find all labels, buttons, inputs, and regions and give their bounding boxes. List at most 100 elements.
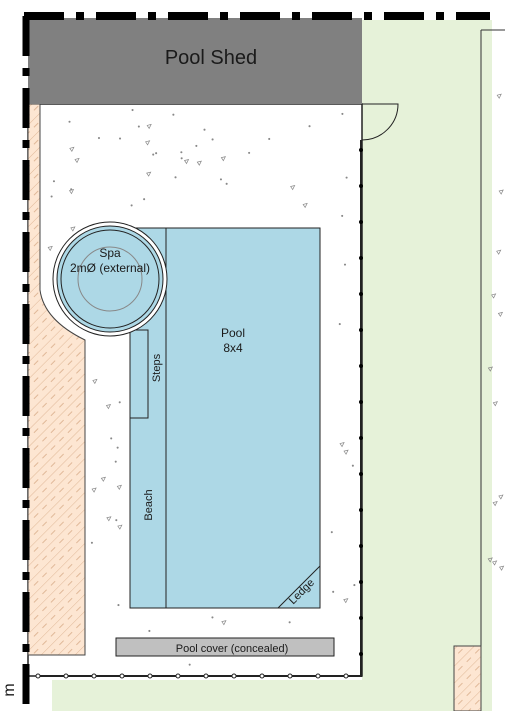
pool-cover: [115, 637, 335, 657]
paving-speckle: [496, 93, 502, 99]
paving-speckle: [225, 182, 228, 185]
paving-speckle: [498, 189, 504, 195]
paving-speckle: [50, 195, 53, 198]
paving-speckle: [496, 249, 502, 255]
paving-speckle: [195, 144, 198, 147]
spa-inner-ring: [60, 229, 160, 329]
paving-speckle: [492, 401, 498, 407]
fence-post: [359, 436, 363, 440]
paving-speckle: [68, 189, 75, 195]
paving-speckle: [498, 494, 504, 500]
paving-speckle: [100, 476, 107, 482]
paving-speckle: [143, 198, 146, 201]
paving-speckle: [268, 137, 271, 141]
paving-speckle: [343, 598, 349, 604]
paving-speckle: [211, 616, 214, 619]
paving-speckle: [203, 128, 206, 131]
paving-speckle: [211, 138, 214, 141]
paving-speckle: [117, 524, 123, 530]
paving-speckle: [288, 621, 291, 624]
paving-speckle: [172, 113, 175, 116]
lawn-area: [362, 20, 492, 711]
fence-post: [315, 673, 321, 679]
fence-post: [359, 652, 363, 656]
spa-ring: [56, 225, 164, 333]
pool-label: Pool: [221, 326, 245, 340]
fence-post: [359, 220, 363, 224]
paving-speckle: [308, 125, 311, 128]
paving-speckle: [487, 366, 494, 372]
lawn-strip-bottom: [52, 680, 362, 711]
fence-post: [203, 673, 209, 679]
paving-speckle: [117, 604, 120, 607]
fence-post: [359, 580, 363, 584]
fence-post: [175, 673, 181, 679]
paving-speckle: [248, 151, 251, 154]
paving-speckle: [196, 160, 202, 166]
paving-speckle: [290, 184, 296, 191]
pool-cover-label: Pool cover (concealed): [176, 643, 289, 655]
fence-post: [259, 673, 265, 679]
paving-speckle: [343, 263, 347, 266]
paving-speckle: [110, 437, 113, 440]
fence-post: [147, 673, 153, 679]
fence-post: [359, 544, 363, 548]
fence-post: [343, 673, 349, 679]
pool-ledge-line: [277, 565, 321, 609]
paving-speckle: [114, 460, 117, 463]
paving-speckle: [146, 123, 152, 130]
paving-speckle: [487, 557, 493, 563]
paving-speckle: [148, 629, 151, 633]
paving-speckle: [351, 464, 354, 467]
paving-speckle: [341, 214, 344, 217]
fence-post: [63, 673, 69, 679]
fence-post: [359, 184, 363, 188]
fence-post: [359, 256, 363, 260]
paving-speckle: [491, 293, 497, 299]
paving-speckle: [130, 204, 133, 207]
paving-speckle: [499, 565, 505, 571]
fence-post: [35, 673, 41, 679]
paving-speckle: [345, 176, 348, 179]
paving-speckle: [106, 516, 112, 522]
timber-deck-left: [27, 103, 86, 656]
paving-speckle: [341, 112, 344, 115]
paving-speckle: [353, 584, 356, 587]
gate-swing: [361, 103, 399, 141]
timber-deck-bottom-right: [453, 645, 482, 711]
fence-post: [359, 328, 363, 332]
fence-post: [359, 472, 363, 476]
paving-speckle: [90, 541, 93, 544]
paving-speckle: [105, 403, 112, 410]
pool-shed-label: Pool Shed: [165, 47, 257, 69]
paving-speckle: [74, 157, 80, 164]
paving-speckle: [69, 146, 75, 152]
paving-speckle: [174, 176, 177, 179]
paving-speckle: [70, 226, 76, 232]
paving-speckle: [180, 151, 183, 154]
fence-post: [91, 673, 97, 679]
fence-post: [359, 508, 363, 512]
fence-post: [359, 400, 363, 404]
paving-speckle: [330, 531, 333, 534]
paving-speckle: [220, 156, 227, 162]
paving-speckle: [146, 171, 152, 177]
paving-speckle: [338, 323, 341, 326]
paving-speckle: [152, 153, 155, 156]
paving-speckle: [219, 178, 222, 181]
edge-label: m: [1, 683, 18, 696]
fence-post: [359, 364, 363, 368]
paving-speckle: [91, 487, 97, 493]
paving-speckle: [492, 501, 498, 507]
pool-size-label: 8x4: [223, 341, 243, 355]
paving-speckle: [145, 140, 151, 146]
fence-post: [119, 673, 125, 679]
paving-speckle: [115, 519, 118, 522]
beach-label: Beach: [143, 489, 155, 520]
paving-speckle: [68, 120, 71, 123]
paving-speckle: [302, 202, 308, 209]
paving-speckle: [97, 136, 101, 140]
fence-post: [359, 616, 363, 620]
paving-speckle: [92, 378, 98, 385]
